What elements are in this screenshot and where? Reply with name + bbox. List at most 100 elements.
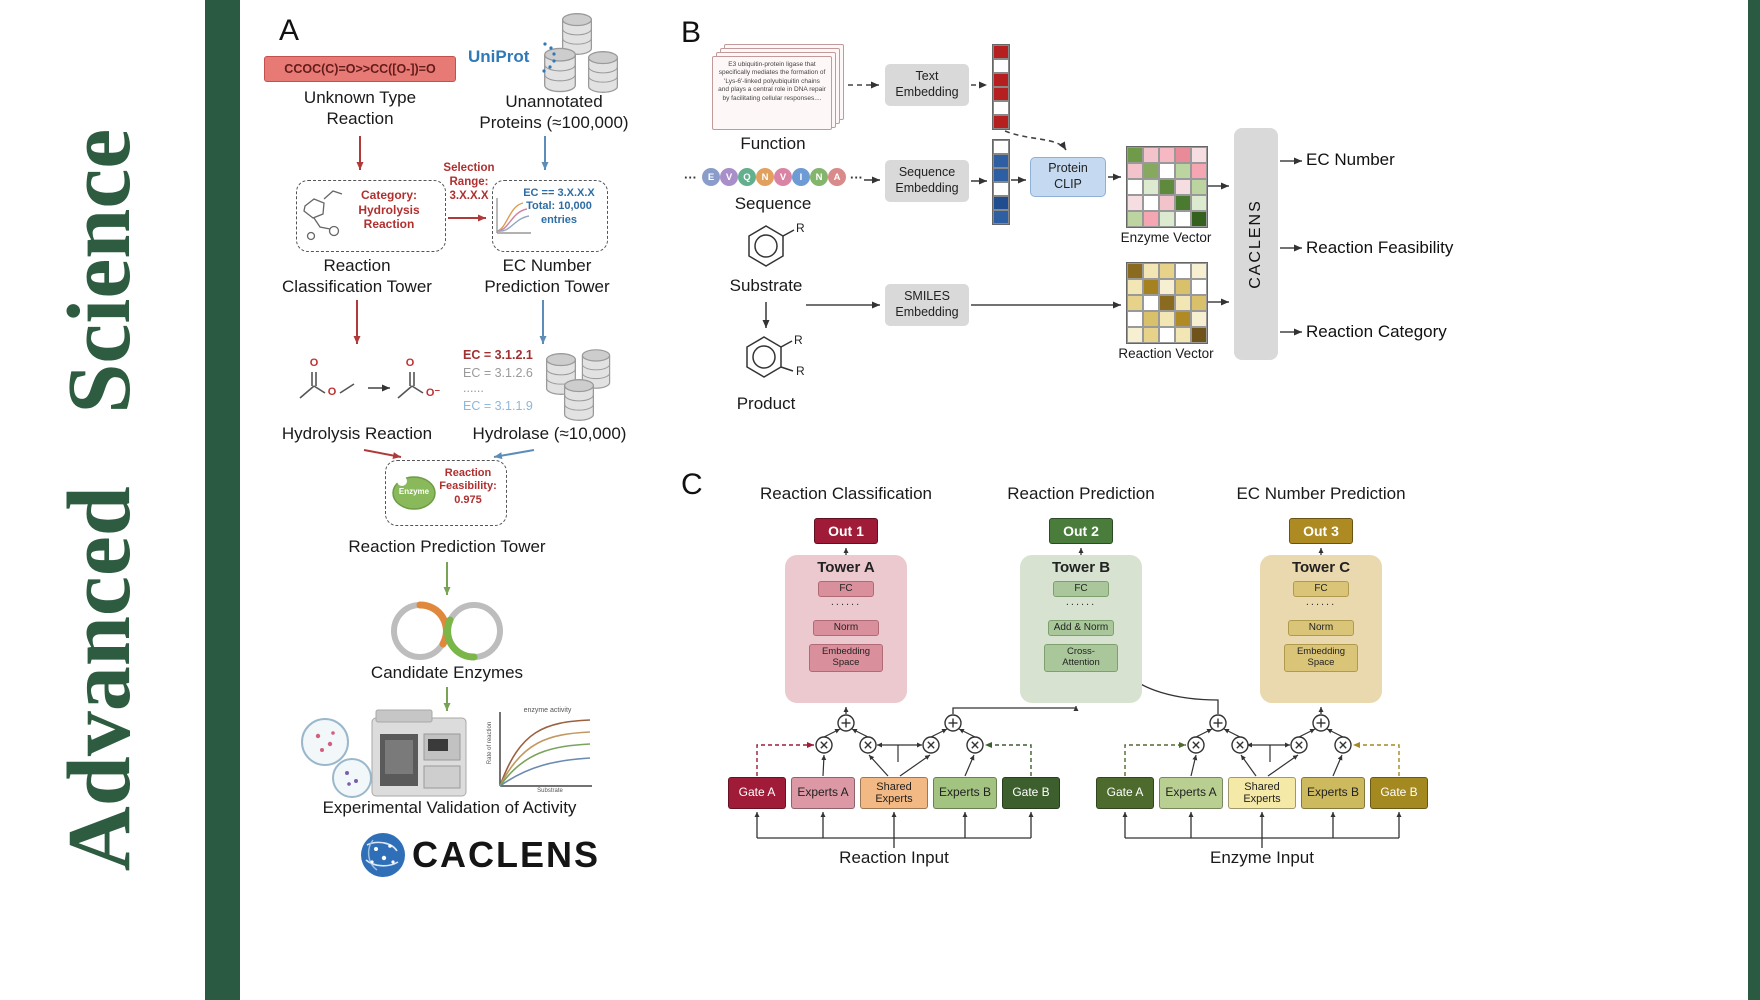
uniprot-logo: UniProt (468, 47, 530, 66)
acetate-oxygen-atom: O (405, 357, 415, 369)
out1-box: Out 1 (814, 518, 878, 544)
activity-plot-xlabel: Substrate (537, 788, 563, 794)
hydrolase-label: Hydrolase (≈10,000) (472, 424, 627, 443)
ec-filter-box (492, 180, 608, 252)
caclens-model-box: CACLENS (1234, 128, 1278, 360)
reaction-prediction-tower-label: Reaction Prediction Tower (348, 537, 546, 556)
sequence-ellipsis-right: ··· (850, 170, 863, 185)
reaction-category-box (296, 180, 446, 252)
enzyme-vector-matrix (1126, 146, 1208, 228)
ester-oxygen-atom: O (309, 357, 319, 369)
tower-b: Tower B FC ...... Add & Norm Cross- Atte… (1020, 555, 1142, 703)
tower-a-title: Tower A (817, 559, 875, 576)
enzyme-shared-experts-box: Shared Experts (1228, 777, 1296, 809)
reaction-classification-tower-label: Reaction Classification Tower (282, 256, 432, 296)
tower-a-embedding-space: Embedding Space (809, 644, 883, 672)
panel-c-label: C (681, 468, 703, 501)
product-structure-icon (746, 336, 794, 378)
substrate-label: Substrate (729, 276, 803, 295)
enzyme-experts-a-box: Experts A (1159, 777, 1223, 809)
function-card: E3 ubiquitin-protein ligase that specifi… (712, 56, 832, 130)
out2-box: Out 2 (1049, 518, 1113, 544)
panel-b-label: B (681, 16, 702, 49)
enzyme-input-label: Enzyme Input (1210, 848, 1314, 867)
tower-a-dots: ...... (830, 596, 862, 608)
tower-a-norm: Norm (813, 620, 879, 636)
column-title-reaction-classification: Reaction Classification (760, 484, 932, 503)
reaction-experts-b-box: Experts B (933, 777, 997, 809)
sequence-embedding-box: Sequence Embedding (885, 160, 969, 202)
plasmid-icons (391, 601, 503, 661)
text-embedding-vector (992, 44, 1010, 130)
activity-plot-title: enzyme activity (523, 707, 572, 714)
ec-result-3: EC = 3.1.1.9 (463, 399, 533, 413)
tower-c: Tower C FC ...... Norm Embedding Space (1260, 555, 1382, 703)
enzyme-vector-label: Enzyme Vector (1120, 230, 1212, 245)
text-embedding-box: Text Embedding (885, 64, 969, 106)
ec-result-ellipsis: ...... (463, 381, 484, 395)
output-reaction-category: Reaction Category (1306, 322, 1447, 341)
unannotated-proteins-label: Unannotated Proteins (≈100,000) (479, 92, 629, 132)
product-r-group-1: R (794, 333, 803, 347)
green-stripe-right (1748, 0, 1760, 1000)
tower-b-cross-attention: Cross- Attention (1044, 644, 1118, 672)
panel-a-label: A (279, 14, 300, 47)
tower-a-fc: FC (818, 581, 874, 597)
reaction-experts-a-box: Experts A (791, 777, 855, 809)
product-r-group-2: R (796, 364, 805, 378)
caclens-model-box-label: CACLENS (1247, 199, 1265, 289)
tower-a: Tower A FC ...... Norm Embedding Space (785, 555, 907, 703)
tower-c-embedding-space: Embedding Space (1284, 644, 1358, 672)
experimental-validation-label: Experimental Validation of Activity (322, 798, 577, 817)
ester-ether-oxygen-atom: O (327, 386, 337, 398)
selection-range-label: Selection Range: 3.X.X.X (443, 162, 495, 203)
tower-b-title: Tower B (1051, 559, 1111, 576)
acetate-molecule-icon (397, 372, 424, 399)
out3-box: Out 3 (1289, 518, 1353, 544)
sequence-label: Sequence (734, 194, 812, 213)
tower-b-fc: FC (1053, 581, 1109, 597)
caclens-logo-icon (361, 833, 405, 877)
ec-result-2: EC = 3.1.2.6 (463, 366, 533, 380)
journal-banner: Advanced Science (50, 128, 149, 872)
reaction-vector-label: Reaction Vector (1118, 346, 1214, 361)
green-stripe-left (205, 0, 240, 1000)
database-icon-unannotated (544, 13, 619, 93)
multiply-nodes (815, 736, 1352, 754)
hplc-instrument-icon (371, 709, 467, 797)
enzyme-gate-a-box: Gate A (1096, 777, 1154, 809)
uniprot-dots-icon (542, 42, 556, 73)
reaction-shared-experts-box: Shared Experts (860, 777, 928, 809)
activity-plot-ylabel: Rate of reaction (487, 721, 493, 765)
activity-plot-icon (486, 704, 596, 796)
caclens-wordmark: CACLENS (412, 834, 601, 875)
smiles-embedding-box: SMILES Embedding (885, 284, 969, 326)
tower-b-dots: ...... (1065, 596, 1097, 608)
acetate-anion-oxygen-atom: O⁻ (425, 387, 441, 399)
petri-dish-icons (301, 718, 372, 798)
protein-clip-box: Protein CLIP (1030, 157, 1106, 197)
substrate-structure-icon (748, 225, 795, 267)
reaction-input-label: Reaction Input (839, 848, 949, 867)
ec-number-prediction-tower-label: EC Number Prediction Tower (484, 256, 610, 296)
reaction-gate-a-box: Gate A (728, 777, 786, 809)
substrate-r-group: R (796, 221, 805, 235)
column-title-ec-number-prediction: EC Number Prediction (1236, 484, 1406, 503)
database-icon-hydrolase (545, 349, 611, 421)
output-ec-number: EC Number (1306, 150, 1395, 169)
reaction-gate-b-box: Gate B (1002, 777, 1060, 809)
function-label: Function (740, 134, 806, 153)
tower-b-add-norm: Add & Norm (1048, 620, 1114, 636)
sum-nodes (837, 714, 1330, 732)
reaction-vector-matrix (1126, 262, 1208, 344)
reaction-category-text: Category: Hydrolysis Reaction (358, 188, 420, 232)
hydrolysis-reaction-label: Hydrolysis Reaction (281, 424, 433, 443)
product-label: Product (736, 394, 796, 413)
tower-c-norm: Norm (1288, 620, 1354, 636)
tower-c-title: Tower C (1291, 559, 1351, 576)
feasibility-box (385, 460, 507, 526)
feasibility-text: Reaction Feasibility: 0.975 (439, 467, 497, 506)
enzyme-experts-b-box: Experts B (1301, 777, 1365, 809)
